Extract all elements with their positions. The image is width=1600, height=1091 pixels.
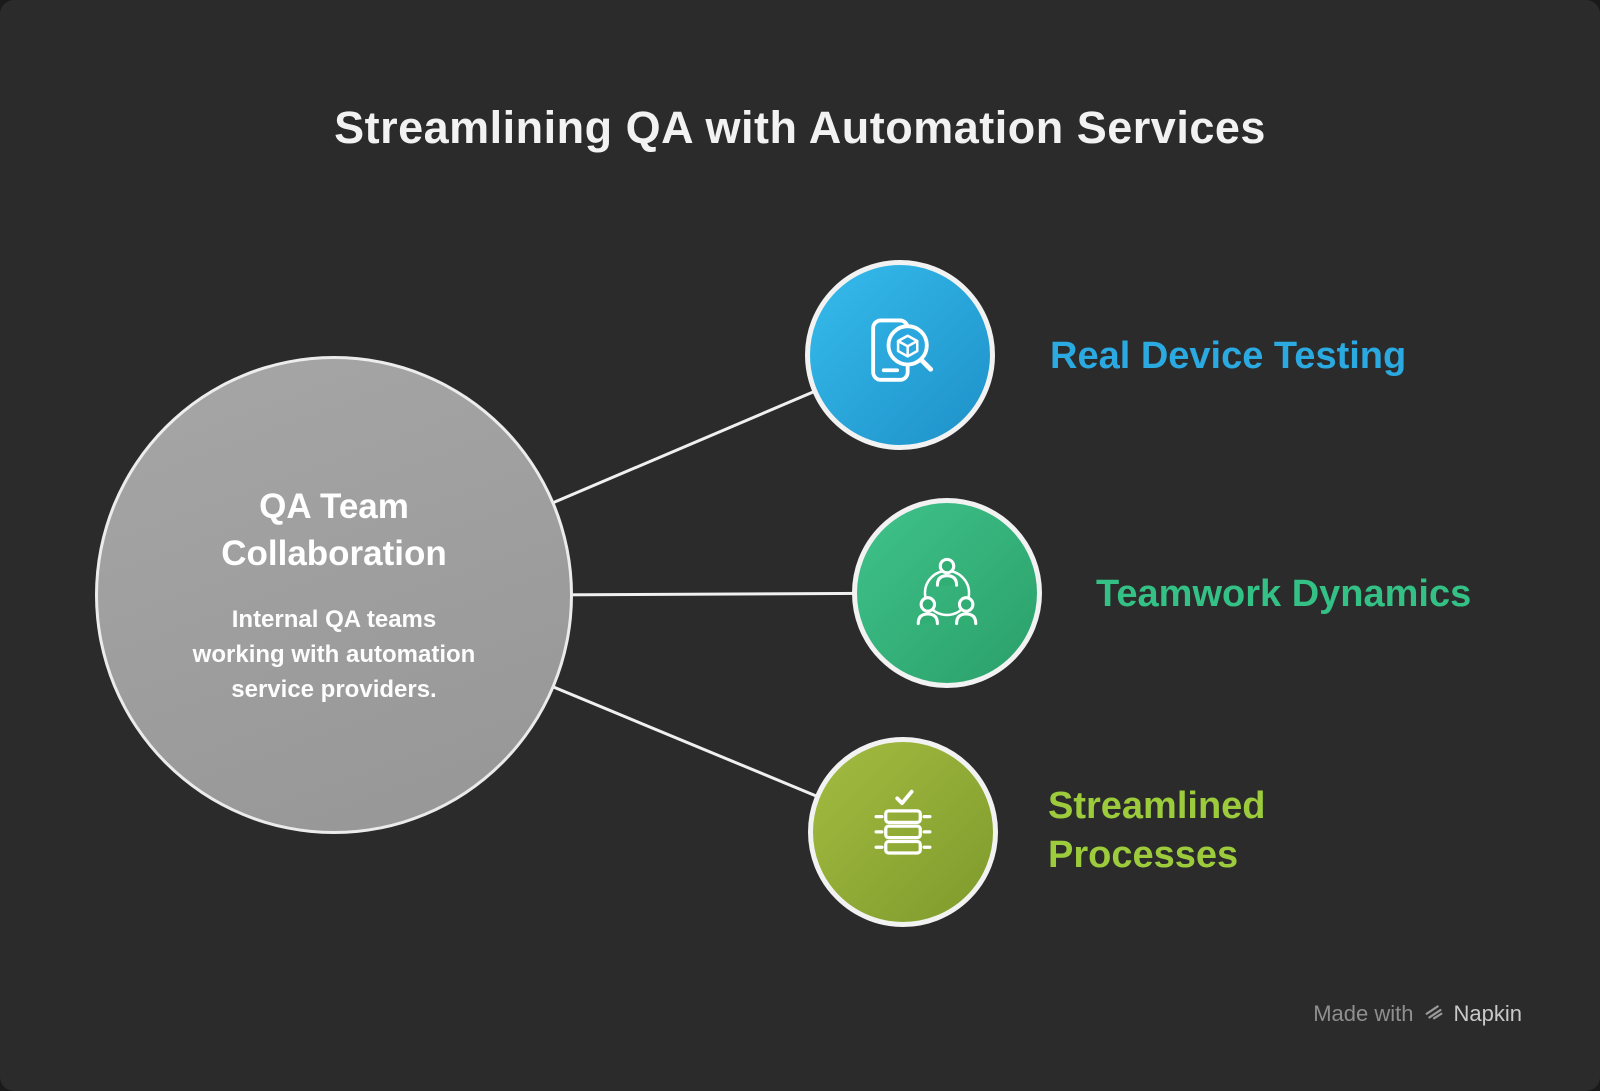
brand-name: Napkin bbox=[1453, 1000, 1522, 1026]
process-stack-check-icon bbox=[857, 784, 949, 881]
node-circle-real-device-testing bbox=[805, 260, 995, 450]
label-streamlined-processes: Streamlined Processes bbox=[1048, 785, 1266, 877]
center-node-heading: QA Team Collaboration bbox=[221, 486, 447, 573]
attribution: Made with Napkin bbox=[1313, 1000, 1522, 1027]
team-network-icon bbox=[901, 545, 993, 642]
page-title: Streamlining QA with Automation Services bbox=[334, 102, 1266, 153]
device-search-icon bbox=[854, 307, 946, 404]
label-real-device-testing: Real Device Testing bbox=[1050, 335, 1407, 377]
center-node-qa-team-collaboration: QA Team Collaboration Internal QA teams … bbox=[95, 356, 573, 834]
made-with-label: Made with bbox=[1313, 1000, 1414, 1026]
node-circle-teamwork-dynamics bbox=[852, 498, 1042, 688]
label-teamwork-dynamics: Teamwork Dynamics bbox=[1096, 573, 1472, 615]
center-node-body: Internal QA teams working with automatio… bbox=[192, 606, 476, 703]
node-circle-streamlined-processes bbox=[808, 737, 998, 927]
napkin-logo-icon bbox=[1423, 1000, 1445, 1027]
